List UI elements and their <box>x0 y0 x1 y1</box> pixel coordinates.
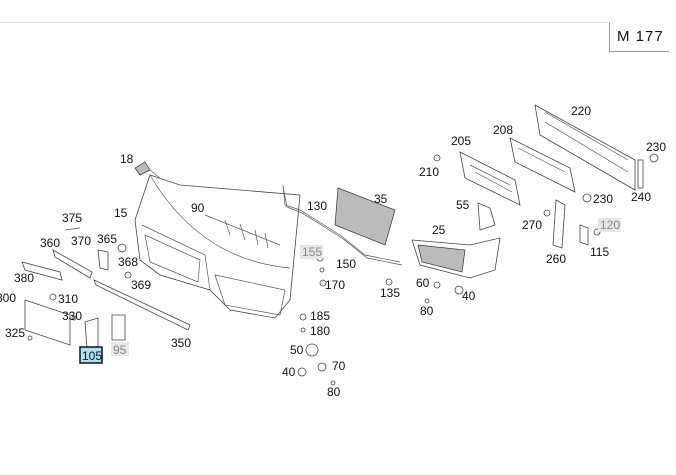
label-185[interactable]: 185 <box>310 309 330 323</box>
part-95-bracket[interactable] <box>111 314 126 341</box>
part-105-cover[interactable] <box>84 317 99 351</box>
label-50[interactable]: 50 <box>290 343 304 357</box>
part-18-sensor[interactable] <box>134 161 161 179</box>
unavailable-label-bg <box>598 218 621 232</box>
label-310[interactable]: 310 <box>58 292 78 306</box>
label-150[interactable]: 150 <box>336 257 356 271</box>
label-300[interactable]: 300 <box>0 291 16 305</box>
part-240-strip[interactable] <box>637 159 644 189</box>
part-375-clip[interactable] <box>64 227 81 231</box>
label-40[interactable]: 40 <box>282 365 296 379</box>
label-330[interactable]: 330 <box>62 309 82 323</box>
part-35-grille[interactable] <box>334 187 396 246</box>
part-350-strip[interactable] <box>93 279 191 331</box>
part-90-harness[interactable] <box>204 214 281 249</box>
label-180[interactable]: 180 <box>310 324 330 338</box>
label-155[interactable]: 155 <box>302 245 322 259</box>
label-208[interactable]: 208 <box>493 123 513 137</box>
label-95[interactable]: 95 <box>113 343 127 357</box>
part-368-grommet[interactable] <box>117 243 127 253</box>
label-325[interactable]: 325 <box>5 326 25 340</box>
label-120[interactable]: 120 <box>600 218 620 232</box>
part-25-grille-frame[interactable] <box>411 237 501 279</box>
label-240[interactable]: 240 <box>631 190 651 204</box>
label-205[interactable]: 205 <box>451 134 471 148</box>
model-box <box>609 22 669 52</box>
label-230[interactable]: 230 <box>593 192 613 206</box>
part-300-plate[interactable] <box>24 299 71 346</box>
label-370[interactable]: 370 <box>71 234 91 248</box>
unavailable-label-bg <box>300 245 323 259</box>
label-70[interactable]: 70 <box>332 359 346 373</box>
part-115-bracket[interactable] <box>579 224 589 246</box>
header-divider <box>0 22 609 23</box>
part-365-bracket[interactable] <box>97 249 109 271</box>
label-365[interactable]: 365 <box>97 232 117 246</box>
part-15-bumper[interactable] <box>134 174 301 319</box>
label-369[interactable]: 369 <box>131 278 151 292</box>
part-360-bracket[interactable] <box>52 249 93 279</box>
label-135[interactable]: 135 <box>380 286 400 300</box>
label-15[interactable]: 15 <box>114 206 128 220</box>
label-368[interactable]: 368 <box>118 255 138 269</box>
selected-label-bg <box>79 346 103 364</box>
part-220-crossmember[interactable] <box>534 104 636 191</box>
label-170[interactable]: 170 <box>325 278 345 292</box>
part-380-trim[interactable] <box>21 261 63 281</box>
label-210[interactable]: 210 <box>419 165 439 179</box>
label-25[interactable]: 25 <box>432 223 446 237</box>
unavailable-label-bg <box>111 342 129 356</box>
label-130[interactable]: 130 <box>307 199 327 213</box>
fasteners <box>27 153 659 386</box>
label-80[interactable]: 80 <box>420 304 434 318</box>
part-205-duct[interactable] <box>459 151 521 206</box>
label-18[interactable]: 18 <box>120 152 134 166</box>
label-115[interactable]: 115 <box>590 245 609 259</box>
label-55[interactable]: 55 <box>456 198 470 212</box>
label-375[interactable]: 375 <box>62 211 82 225</box>
label-350[interactable]: 350 <box>171 336 191 350</box>
label-40[interactable]: 40 <box>462 289 476 303</box>
label-90[interactable]: 90 <box>191 201 205 215</box>
label-260[interactable]: 260 <box>546 252 566 266</box>
part-208-duct[interactable] <box>509 137 576 193</box>
label-360[interactable]: 360 <box>40 236 60 250</box>
model-label: M 177 <box>617 28 664 45</box>
label-230[interactable]: 230 <box>646 140 666 154</box>
label-220[interactable]: 220 <box>571 104 591 118</box>
part-130-bracket-bar[interactable] <box>282 184 403 266</box>
label-270[interactable]: 270 <box>522 218 542 232</box>
part-260-bracket[interactable] <box>552 199 566 249</box>
label-60[interactable]: 60 <box>416 276 430 290</box>
label-35[interactable]: 35 <box>374 192 388 206</box>
part-55-bracket[interactable] <box>477 202 496 231</box>
label-105[interactable]: 105 <box>82 349 102 363</box>
label-80[interactable]: 80 <box>327 385 341 399</box>
label-380[interactable]: 380 <box>14 271 34 285</box>
